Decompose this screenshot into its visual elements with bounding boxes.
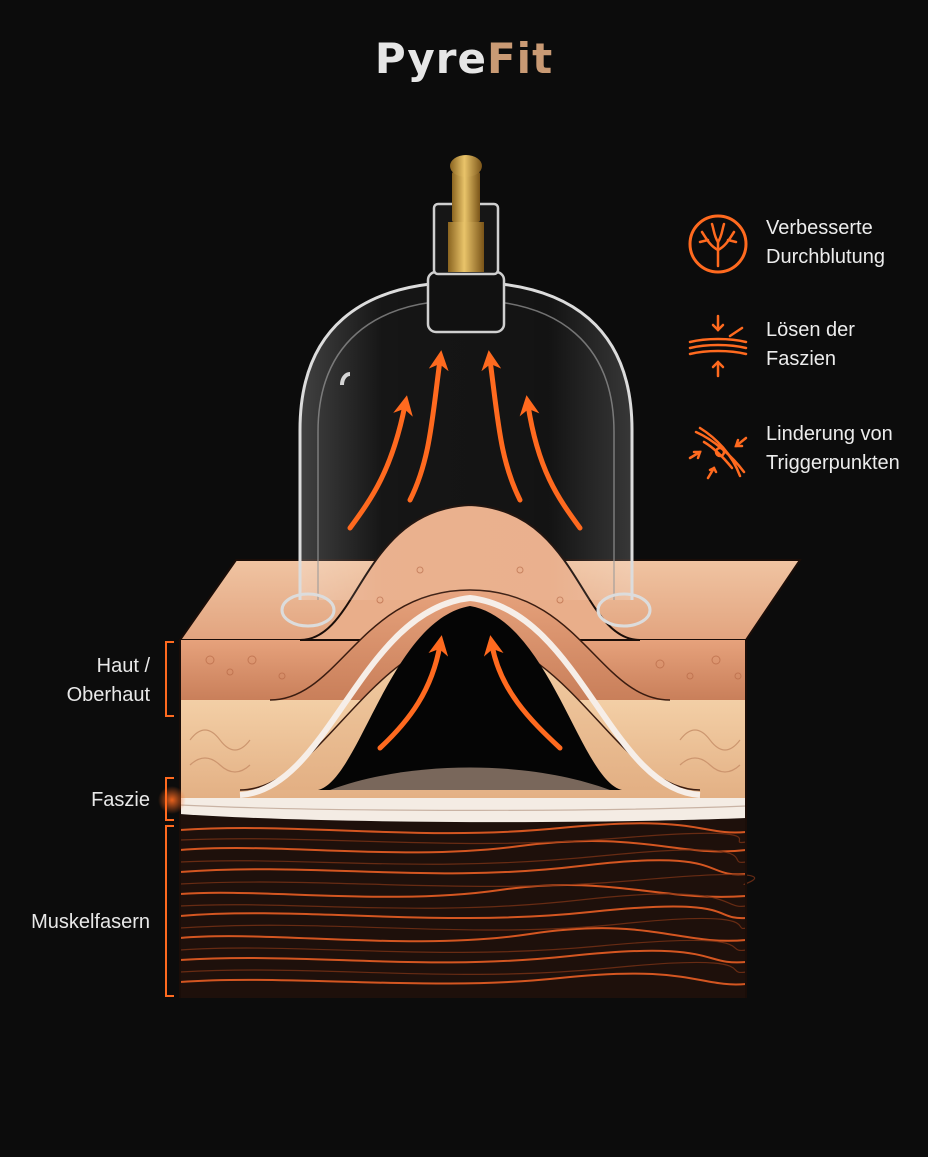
trigger-point-icon — [686, 418, 750, 482]
benefit-line2: Triggerpunkten — [766, 452, 900, 474]
label-muscle: Muskelfasern — [31, 911, 150, 933]
blood-vessel-tree-icon — [686, 212, 750, 276]
benefit-circulation: Verbesserte Durchblutung — [686, 212, 926, 276]
label-skin-line1: Haut / — [96, 655, 150, 677]
suction-arrows — [347, 350, 583, 531]
benefit-line1: Verbesserte — [766, 217, 873, 239]
benefit-line1: Lösen der — [766, 319, 855, 341]
brand-part1: Pyre — [374, 34, 487, 83]
benefit-line2: Faszien — [766, 348, 837, 370]
brand-logo: PyreFit — [0, 34, 928, 83]
benefit-trigger-points: Linderung von Triggerpunkten — [686, 418, 926, 482]
benefit-line1: Linderung von — [766, 423, 893, 445]
muscle-layer — [179, 812, 756, 998]
tissue-lift-arrows — [377, 635, 563, 751]
benefit-fascia-release: Lösen der Faszien — [686, 314, 926, 378]
label-fascia: Faszie — [91, 789, 150, 811]
fascia-release-icon — [686, 314, 750, 378]
label-skin: Haut / Oberhaut — [30, 652, 150, 710]
label-skin-line2: Oberhaut — [66, 684, 150, 706]
fascia-layer — [179, 798, 747, 823]
cupping-cup — [280, 155, 652, 628]
fascia-glow — [158, 786, 186, 814]
layer-brackets — [165, 641, 174, 997]
brand-part2: Fit — [486, 34, 554, 83]
benefit-line2: Durchblutung — [766, 246, 885, 268]
